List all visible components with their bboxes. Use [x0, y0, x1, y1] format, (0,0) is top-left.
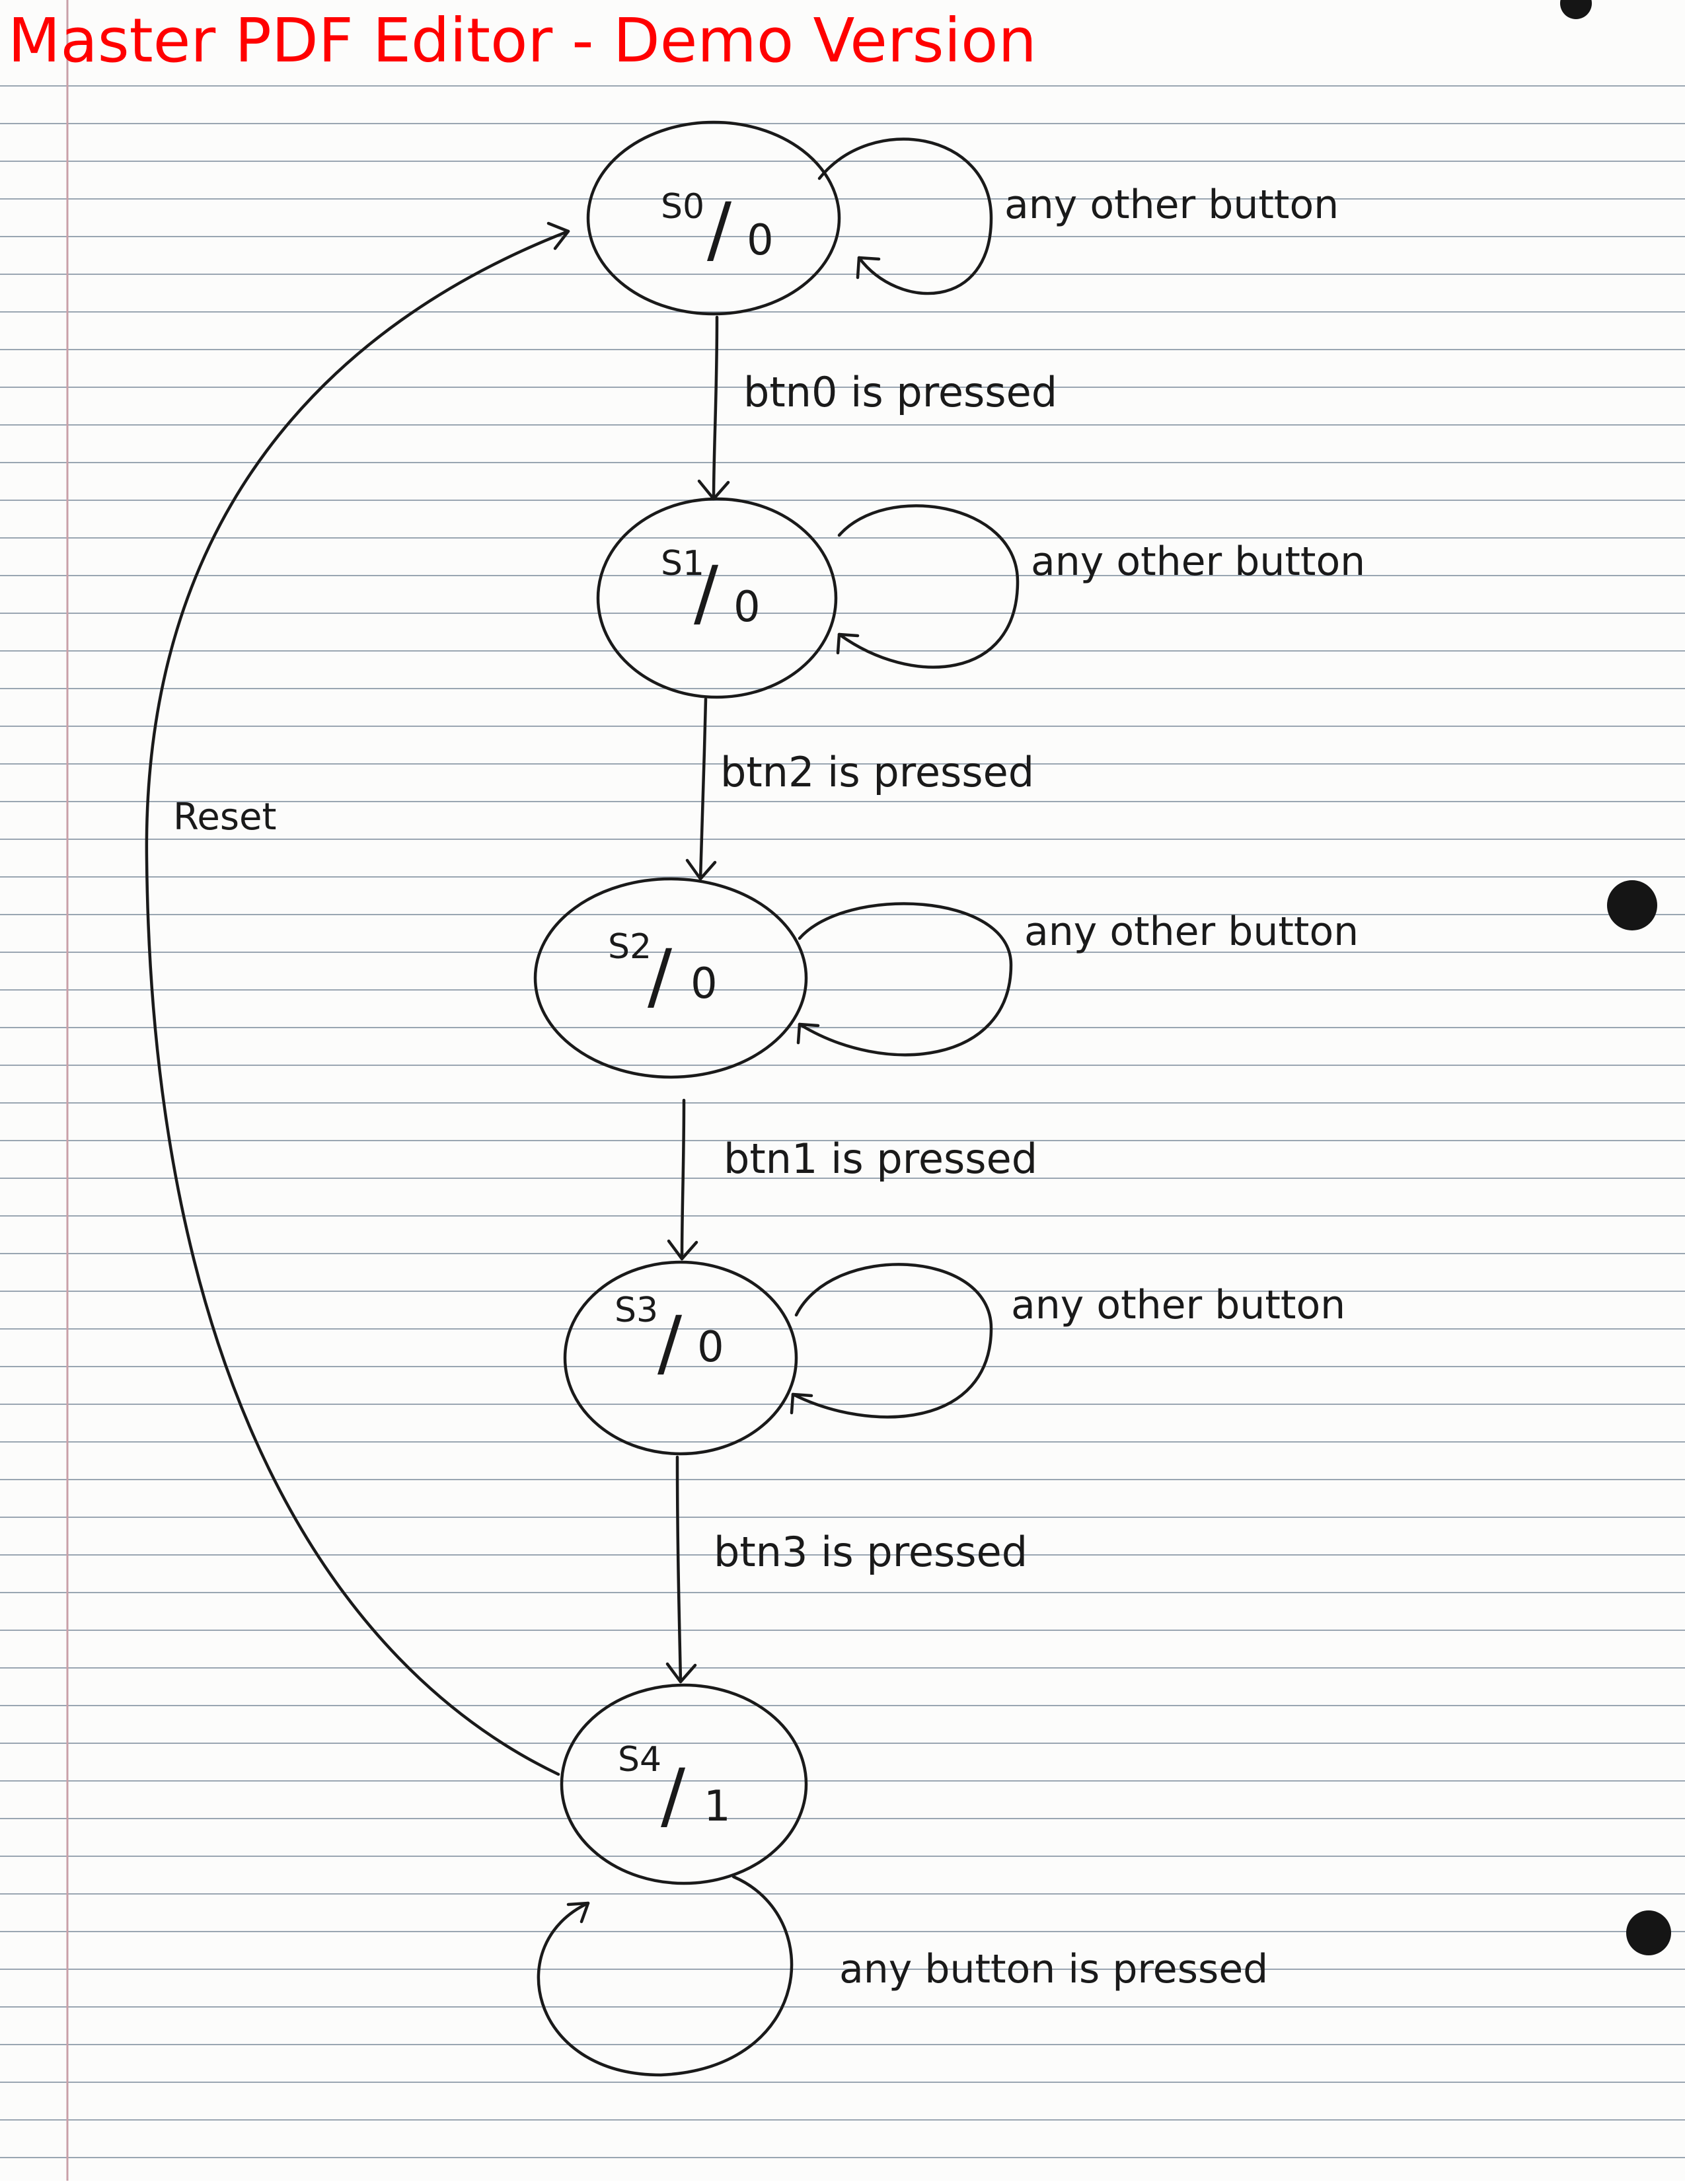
arrowhead-icon [796, 1022, 820, 1045]
transition-s2-s3[interactable]: btn1 is pressed [667, 1098, 1037, 1261]
arrowhead-icon [546, 221, 570, 250]
arrowhead-icon [697, 479, 730, 501]
transition-label: btn1 is pressed [724, 1135, 1037, 1183]
arrowhead-icon [566, 1901, 590, 1924]
loop-arc [791, 1263, 993, 1419]
state-slash: / [694, 550, 719, 635]
transition-s3-s4[interactable]: btn3 is pressed [665, 1455, 1028, 1684]
arrowhead-icon [685, 858, 717, 881]
state-name: S2 [608, 927, 652, 967]
transition-label: btn2 is pressed [720, 748, 1034, 796]
transition-label: btn3 is pressed [714, 1528, 1028, 1576]
state-output: 1 [704, 1782, 731, 1831]
state-circle [560, 1683, 808, 1885]
transition-arrow [698, 697, 708, 881]
state-circle [586, 120, 841, 316]
state-output: 0 [697, 1323, 724, 1372]
loop-label: any button is pressed [839, 1946, 1268, 1992]
self-loop-s0[interactable]: any other button [817, 137, 1339, 295]
state-circle [596, 497, 838, 699]
self-loop-s4[interactable]: any button is pressed [537, 1875, 1268, 2077]
loop-arc [817, 137, 993, 295]
self-loop-s3[interactable]: any other button [790, 1263, 1345, 1419]
state-slash: / [648, 934, 673, 1018]
transition-s1-s2[interactable]: btn2 is pressed [685, 697, 1034, 881]
state-circle [533, 877, 808, 1079]
state-name: S0 [661, 187, 704, 227]
arrowhead-icon [665, 1662, 697, 1684]
loop-arc [537, 1875, 794, 2077]
self-loop-s1[interactable]: any other button [836, 504, 1365, 669]
loop-label: any other button [1004, 182, 1339, 228]
transition-label: btn0 is pressed [743, 368, 1057, 416]
transition-arrow [675, 1455, 683, 1684]
loop-label: any other button [1031, 539, 1365, 585]
state-s0[interactable]: S0 / 0 [586, 120, 841, 316]
state-slash: / [707, 187, 732, 272]
state-output: 0 [733, 583, 761, 632]
arrowhead-icon [856, 256, 881, 280]
transition-reset[interactable]: Reset [145, 221, 570, 1776]
state-output: 0 [691, 960, 718, 1008]
loop-label: any other button [1011, 1282, 1345, 1328]
arrowhead-icon [836, 632, 860, 655]
state-name: S4 [618, 1740, 661, 1780]
state-s3[interactable]: S3 / 0 [563, 1260, 798, 1456]
transition-label: Reset [173, 796, 276, 839]
loop-label: any other button [1024, 909, 1359, 955]
binder-hole-icon [1560, 0, 1592, 19]
state-output: 0 [747, 216, 774, 265]
demo-watermark: Master PDF Editor - Demo Version [8, 5, 1037, 76]
loop-arc [837, 504, 1020, 669]
state-s2[interactable]: S2 / 0 [533, 877, 808, 1079]
ruled-lines [0, 85, 1685, 2158]
binder-hole-icon [1626, 1910, 1671, 1955]
arrowhead-icon [667, 1239, 698, 1261]
state-slash: / [661, 1753, 686, 1838]
arrowhead-icon [790, 1392, 813, 1415]
state-s1[interactable]: S1 / 0 [596, 497, 838, 699]
state-name: S1 [661, 544, 704, 584]
state-name: S3 [615, 1291, 658, 1330]
binder-hole-icon [1607, 880, 1657, 930]
self-loop-s2[interactable]: any other button [796, 902, 1359, 1057]
state-circle [563, 1260, 798, 1456]
transition-arrow [680, 1098, 686, 1261]
state-s4[interactable]: S4 / 1 [560, 1683, 808, 1885]
loop-arc [798, 902, 1013, 1057]
transition-arrow [145, 229, 570, 1776]
transition-s0-s1[interactable]: btn0 is pressed [697, 315, 1057, 501]
transition-arrow [712, 315, 719, 501]
state-slash: / [657, 1300, 683, 1385]
